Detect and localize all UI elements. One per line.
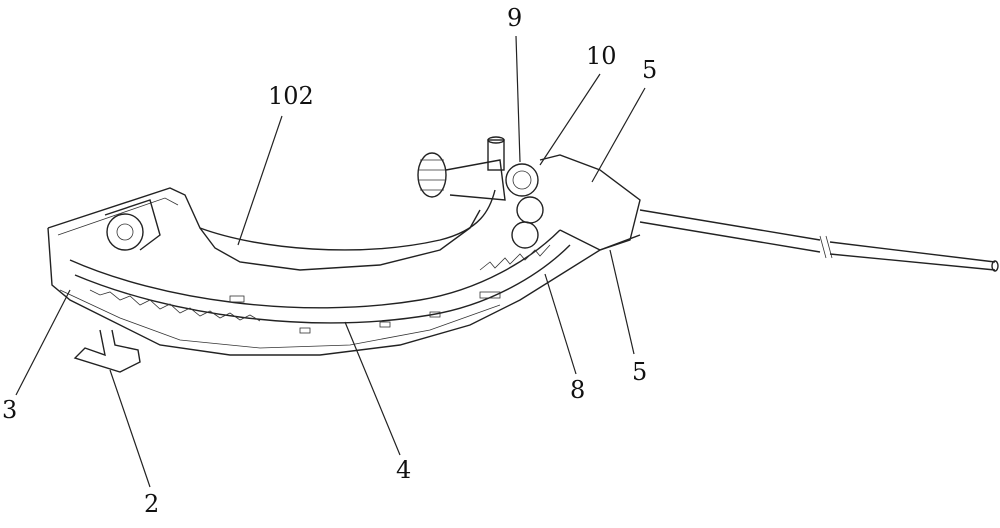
slide-rail	[69, 229, 571, 334]
label-9: 9	[507, 4, 523, 32]
foot	[73, 329, 141, 373]
rear-housing	[47, 187, 641, 356]
curved-arm	[199, 189, 496, 251]
leader-lines	[15, 35, 646, 488]
label-3: 3	[2, 396, 18, 424]
label-8: 8	[570, 376, 586, 404]
gear-assembly	[417, 136, 641, 251]
label-5-top: 5	[642, 56, 658, 84]
shaft	[639, 209, 999, 272]
label-2: 2	[144, 490, 160, 518]
label-5-bottom: 5	[632, 358, 648, 386]
label-102: 102	[268, 82, 314, 110]
label-4: 4	[396, 456, 412, 484]
label-10: 10	[586, 42, 617, 70]
